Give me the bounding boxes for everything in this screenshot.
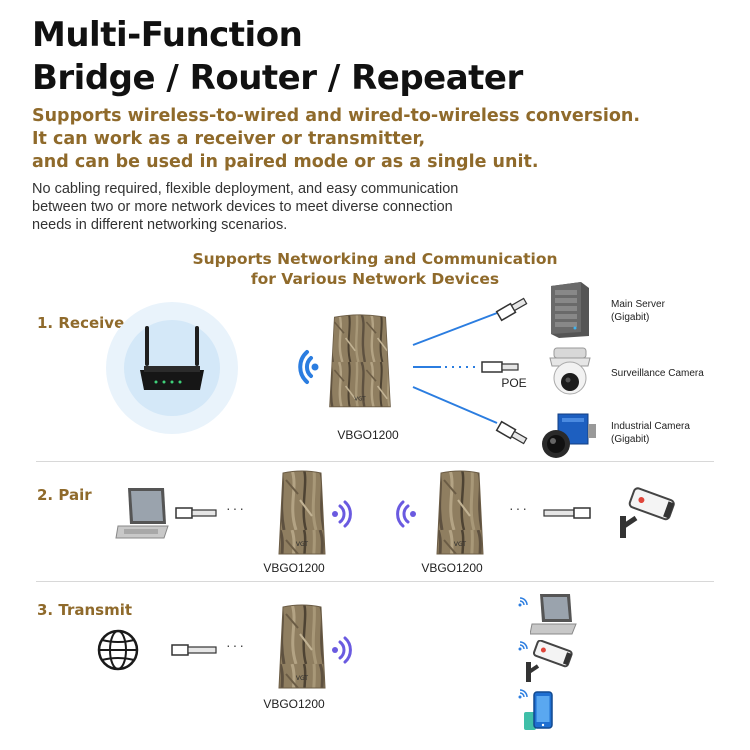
- page-title: Multi-Function Bridge / Router / Repeate…: [32, 14, 722, 100]
- title-line-1: Multi-Function: [32, 15, 303, 55]
- subtitle: Supports wireless-to-wired and wired-to-…: [32, 105, 732, 174]
- bridge-device-receive: VGT: [329, 314, 391, 408]
- client-wifi-icon-2: [518, 641, 528, 651]
- description: No cabling required, flexible deployment…: [32, 180, 512, 234]
- bridge-device-transmit: VGT: [278, 604, 326, 689]
- pair-dots-right: ···: [509, 500, 529, 516]
- brand-mark: VGT: [354, 396, 366, 402]
- transmit-dots: ···: [226, 637, 246, 653]
- surveillance-label: Surveillance Camera: [611, 368, 704, 379]
- client-phone-icon: [524, 691, 553, 730]
- ethernet-plug-icon-2: [481, 361, 519, 373]
- industrial-camera-icon: [542, 413, 596, 458]
- dome-camera-icon: [549, 347, 591, 395]
- router-icon: [140, 326, 204, 390]
- bullet-camera-icon: [620, 487, 675, 538]
- pair-right-device-label: VBGO1200: [421, 561, 483, 575]
- client-wifi-icon-3: [518, 689, 528, 699]
- pair-left-device-label: VBGO1200: [263, 561, 325, 575]
- globe-icon: [97, 629, 139, 671]
- client-camera-icon: [526, 640, 573, 682]
- pair-ethernet-right-icon: [543, 507, 591, 519]
- transmit-ethernet-icon: [171, 644, 217, 656]
- desc-line-2: between two or more network devices to m…: [32, 199, 453, 215]
- transmit-label: 3. Transmit: [37, 601, 133, 619]
- poe-label: POE: [501, 376, 527, 390]
- wifi-signal-icon: [298, 350, 319, 384]
- brand-mark: VGT: [296, 541, 309, 548]
- transmit-wifi-icon: [332, 636, 352, 664]
- industrial-label-line-1: Industrial Camera: [611, 421, 690, 432]
- section-heading-line-1: Supports Networking and Communication: [192, 250, 558, 268]
- server-label: Main Server (Gigabit): [611, 298, 665, 324]
- receive-link-lines: [412, 312, 498, 424]
- industrial-label-line-2: (Gigabit): [611, 434, 650, 445]
- subtitle-line-2: It can work as a receiver or transmitter…: [32, 129, 426, 149]
- desc-line-3: needs in different networking scenarios.: [32, 217, 288, 233]
- client-laptop-icon: [530, 594, 577, 635]
- bridge-device-pair-left: VGT: [278, 470, 326, 555]
- laptop-icon: [115, 488, 169, 539]
- pair-ethernet-left-icon: [175, 507, 217, 519]
- subtitle-line-1: Supports wireless-to-wired and wired-to-…: [32, 106, 640, 126]
- server-icon: [551, 282, 589, 338]
- ethernet-plug-icon-1: [495, 297, 528, 322]
- pair-wifi-right-icon: [332, 500, 352, 528]
- section-heading-line-2: for Various Network Devices: [250, 270, 500, 288]
- title-line-2: Bridge / Router / Repeater: [32, 58, 523, 98]
- brand-mark: VGT: [454, 541, 467, 548]
- pair-wifi-left-icon: [396, 500, 416, 528]
- divider-2: [36, 581, 714, 582]
- client-wifi-icon-1: [518, 597, 528, 607]
- receive-label: 1. Receive: [37, 314, 125, 332]
- desc-line-1: No cabling required, flexible deployment…: [32, 181, 459, 197]
- ethernet-plug-icon-3: [495, 420, 528, 445]
- brand-mark: VGT: [296, 675, 309, 682]
- subtitle-line-3: and can be used in paired mode or as a s…: [32, 152, 539, 172]
- transmit-device-label: VBGO1200: [263, 697, 325, 711]
- pair-label: 2. Pair: [37, 486, 92, 504]
- section-heading: Supports Networking and Communication fo…: [160, 249, 590, 289]
- server-label-line-1: Main Server: [611, 299, 665, 310]
- server-label-line-2: (Gigabit): [611, 312, 650, 323]
- divider-1: [36, 461, 714, 462]
- pair-dots-left: ···: [226, 500, 246, 516]
- industrial-label: Industrial Camera (Gigabit): [611, 420, 690, 446]
- bridge-device-pair-right: VGT: [436, 470, 484, 555]
- receive-device-label: VBGO1200: [337, 428, 399, 442]
